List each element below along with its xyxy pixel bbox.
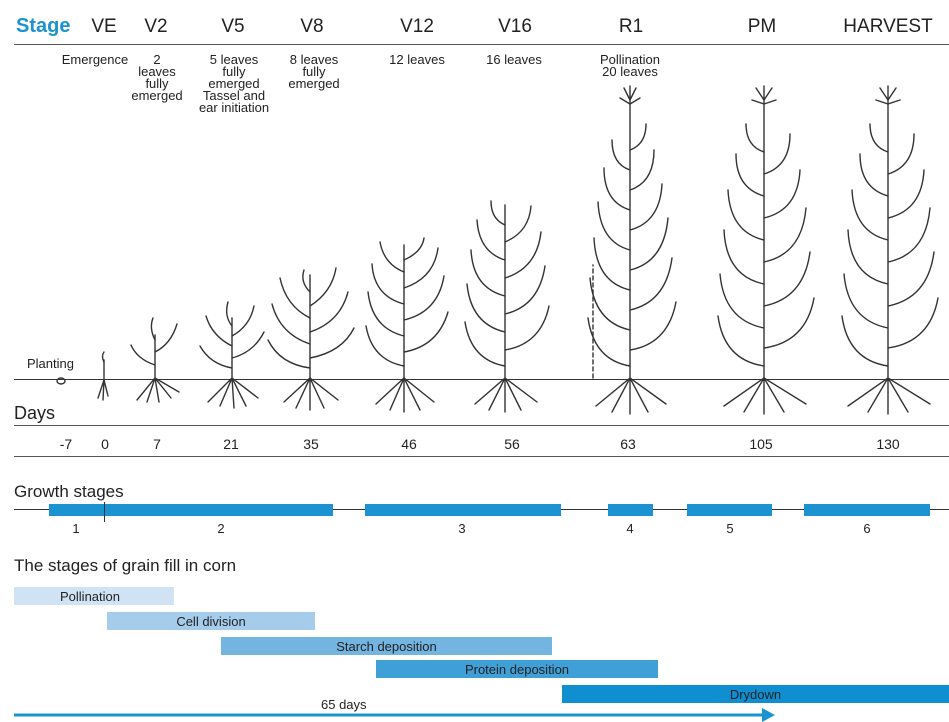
header-divider: [14, 44, 949, 45]
day-value: 35: [303, 436, 319, 452]
day-value: -7: [59, 436, 73, 452]
stage-pm: PM: [747, 16, 777, 37]
day-value: 21: [223, 436, 239, 452]
stage-label: Stage: [16, 15, 71, 37]
plant-harvest: [841, 85, 939, 415]
growth-stage-number: 5: [726, 521, 734, 536]
growth-stage-number: 6: [863, 521, 871, 536]
growth-stage-bar-6: [804, 504, 930, 516]
duration-label: 65 days: [321, 697, 367, 712]
stage-ve: VE: [91, 16, 117, 37]
stage-v2: V2: [144, 16, 168, 37]
day-value: 0: [101, 436, 109, 452]
desc-v16: 16 leaves: [486, 52, 542, 67]
plant-ve: [97, 351, 109, 401]
stage-1-divider: [104, 502, 105, 522]
growth-stage-bar-5: [687, 504, 772, 516]
planting-label: Planting: [27, 356, 74, 371]
day-value: 7: [153, 436, 161, 452]
phase-pollination: Pollination: [14, 587, 174, 605]
stage-v5: V5: [221, 16, 245, 37]
plant-v5: [199, 301, 265, 409]
days-divider-top: [14, 425, 949, 426]
ground-line: [14, 379, 949, 380]
growth-stage-bar-4: [608, 504, 653, 516]
day-value: 56: [504, 436, 520, 452]
growth-stages-title: Growth stages: [14, 482, 124, 501]
days-label: Days: [14, 403, 56, 423]
day-value: 130: [876, 436, 900, 452]
desc-v2: 2 leaves fully emerged: [131, 52, 183, 103]
grain-fill-title: The stages of grain fill in corn: [14, 556, 237, 575]
growth-stage-bar-3: [365, 504, 561, 516]
stage-v12: V12: [400, 16, 434, 37]
stage-r1: R1: [618, 16, 644, 37]
phase-protein-deposition: Protein deposition: [376, 660, 658, 678]
growth-stage-number: 4: [626, 521, 634, 536]
desc-v12: 12 leaves: [389, 52, 445, 67]
days-divider-bottom: [14, 456, 949, 457]
desc-v8: 8 leaves fully emerged: [288, 52, 340, 91]
phase-cell-division: Cell division: [107, 612, 315, 630]
growth-stage-number: 3: [458, 521, 466, 536]
day-value: 46: [401, 436, 417, 452]
growth-stage-number: 1: [72, 521, 80, 536]
growth-stage-number: 2: [217, 521, 225, 536]
stage-v8: V8: [300, 16, 324, 37]
plant-r1: [587, 85, 677, 415]
plant-v8: [267, 267, 355, 411]
growth-stage-bar-1: [49, 504, 333, 516]
day-value: 63: [620, 436, 636, 452]
plant-v16: [464, 200, 550, 413]
desc-v5: 5 leaves fully emerged Tassel and ear in…: [198, 52, 270, 115]
seed-icon: [56, 377, 66, 385]
desc-r1: Pollination 20 leaves: [600, 52, 660, 79]
plant-pm: [717, 85, 815, 415]
phase-drydown: Drydown: [562, 685, 949, 703]
stage-harvest: HARVEST: [843, 16, 933, 37]
day-value: 105: [749, 436, 773, 452]
desc-emergence: Emergence: [61, 52, 129, 67]
stage-v16: V16: [498, 16, 532, 37]
phase-starch-deposition: Starch deposition: [221, 637, 552, 655]
plant-v2: [130, 317, 180, 403]
plant-v12: [365, 237, 449, 413]
